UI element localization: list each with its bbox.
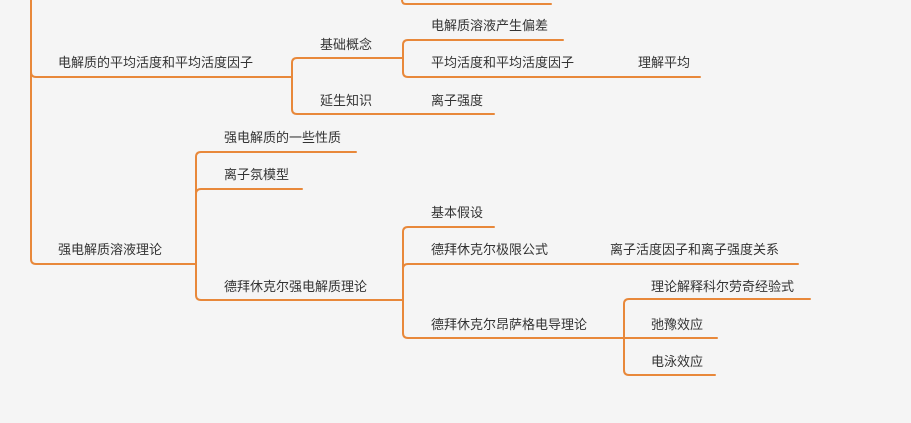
node-ion-atmosphere-model[interactable]: 离子氛模型 [224,168,289,184]
node-limiting-law[interactable]: 德拜休克尔极限公式 [431,243,548,259]
node-solution-deviation[interactable]: 电解质溶液产生偏差 [431,19,548,35]
node-label: 基本假设 [431,206,484,221]
node-label: 电解质溶液产生偏差 [431,19,549,34]
node-label: 理解平均 [638,56,691,71]
connector-n2_3_3-bracket [623,298,811,376]
node-label: 强电解质的一些性质 [224,131,342,146]
connector-root-trunk [30,0,177,265]
connector-n2-bracket [175,151,381,301]
node-label: 德拜休克尔昂萨格电导理论 [431,318,588,333]
node-mean-activity-factor[interactable]: 平均活度和平均活度因子 [431,56,574,72]
node-label: 延生知识 [320,94,373,109]
node-ionic-strength[interactable]: 离子强度 [431,94,483,110]
connector-root-n1 [30,71,271,78]
node-label: 理论解释科尔劳奇经验式 [651,280,795,295]
node-label: 平均活度和平均活度因子 [431,56,575,71]
connector-n2_3-bracket [379,226,799,339]
node-debye-huckel-theory[interactable]: 德拜休克尔强电解质理论 [224,280,367,296]
node-average-activity[interactable]: 电解质的平均活度和平均活度因子 [58,56,253,72]
node-label: 离子强度 [431,94,484,109]
node-kohlrausch-explanation[interactable]: 理论解释科尔劳奇经验式 [651,280,794,296]
node-basic-concepts[interactable]: 基础概念 [320,38,372,54]
node-label: 离子氛模型 [224,168,290,183]
node-onsager-conductance-theory[interactable]: 德拜休克尔昂萨格电导理论 [431,318,587,334]
node-label: 基础概念 [320,38,373,53]
connector-n1_1-bracket [379,39,701,78]
connector-n1-bracket [291,57,381,115]
connector-top-cut [401,0,552,5]
node-label: 强电解质溶液理论 [58,243,163,258]
node-relaxation-effect[interactable]: 弛豫效应 [651,318,703,334]
node-strong-electrolyte-theory[interactable]: 强电解质溶液理论 [58,243,162,259]
node-understand-mean[interactable]: 理解平均 [638,56,690,72]
node-label: 德拜休克尔强电解质理论 [224,280,368,295]
node-label: 德拜休克尔极限公式 [431,243,549,258]
node-electrophoretic-effect[interactable]: 电泳效应 [651,355,703,371]
node-label: 离子活度因子和离子强度关系 [610,243,780,258]
node-activity-ionic-strength-relation[interactable]: 离子活度因子和离子强度关系 [610,243,779,259]
node-label: 弛豫效应 [651,318,704,333]
node-label: 电解质的平均活度和平均活度因子 [58,56,254,71]
node-basic-assumptions[interactable]: 基本假设 [431,206,483,222]
node-label: 电泳效应 [651,355,704,370]
node-strong-electrolyte-properties[interactable]: 强电解质的一些性质 [224,131,341,147]
node-extended-knowledge[interactable]: 延生知识 [320,94,372,110]
